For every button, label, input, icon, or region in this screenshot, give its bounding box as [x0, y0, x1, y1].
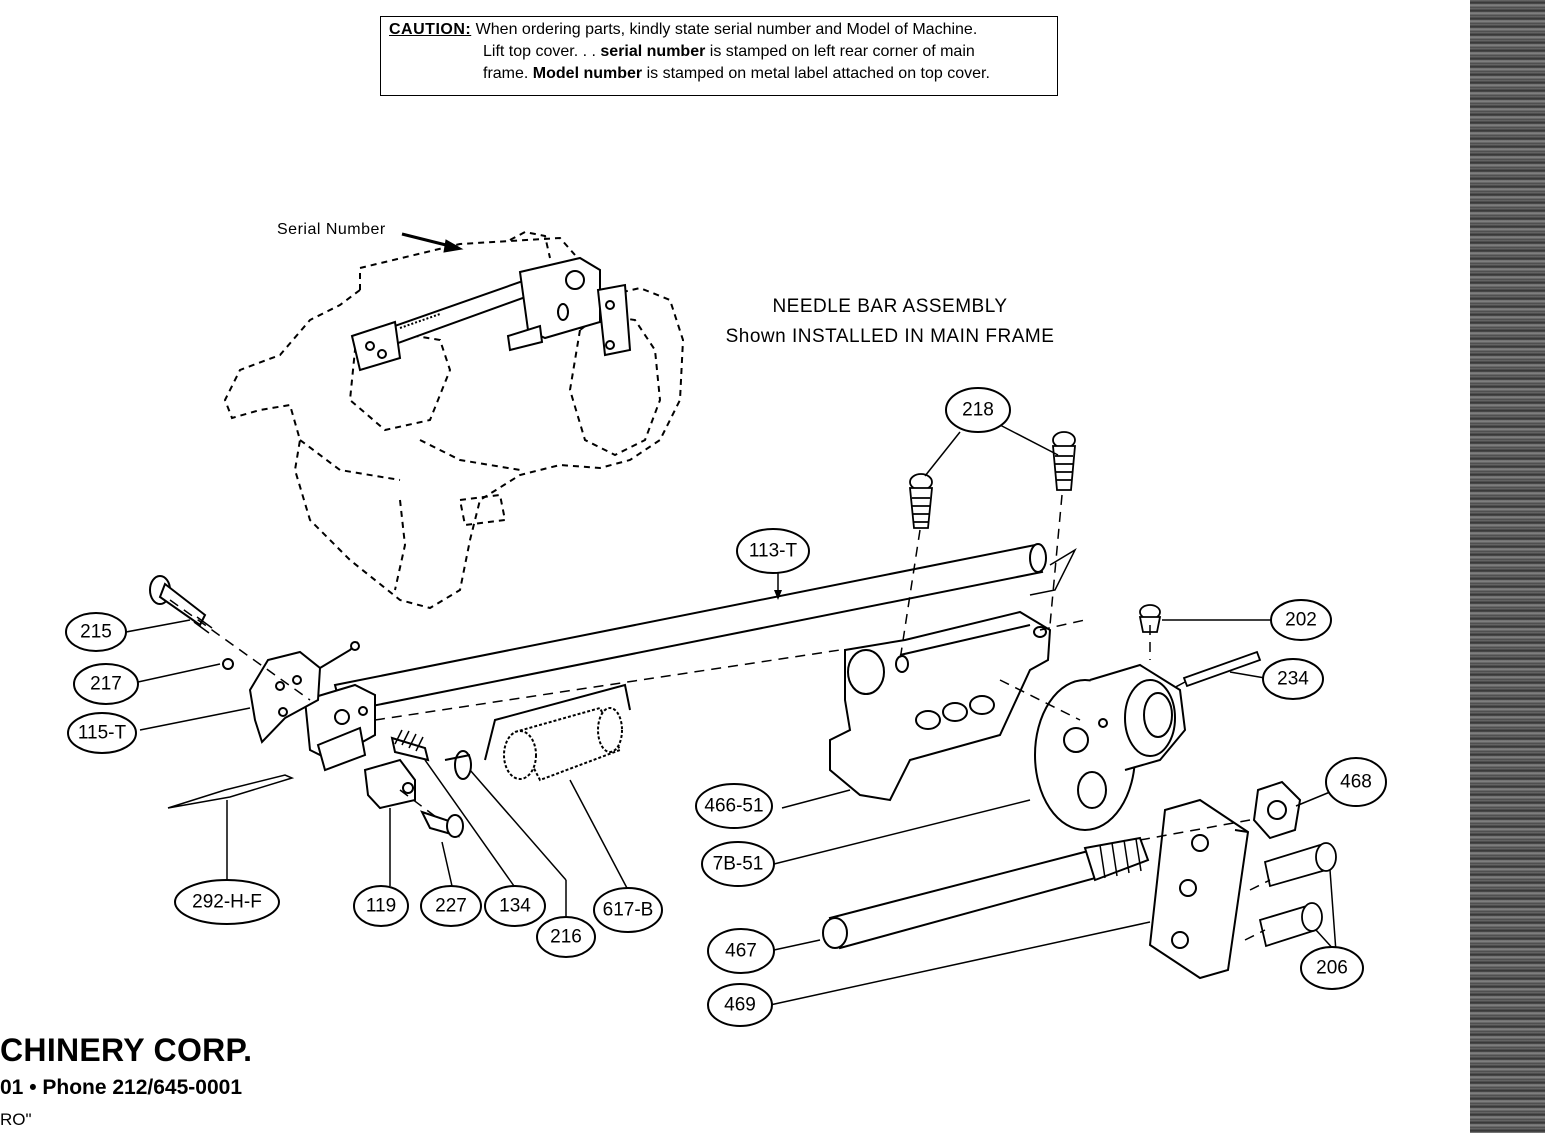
callout-ellipse [707, 928, 775, 974]
callout-46651: 466-51 [695, 783, 773, 829]
callout-label: 468 [1340, 772, 1372, 793]
callout-leaders [125, 424, 1337, 1006]
needle-clamp-parts [149, 575, 472, 838]
caution-line-2: Lift top cover. . . serial number is sta… [389, 41, 1051, 63]
main-frame-outline [223, 230, 685, 610]
callout-ellipse [174, 879, 280, 925]
callout-467: 467 [707, 928, 775, 974]
caution-line-3: frame. Model number is stamped on metal … [389, 63, 1051, 85]
screws-218 [909, 431, 1076, 529]
callout-label: 134 [499, 896, 531, 917]
caution-label: CAUTION: [389, 21, 472, 38]
callout-label: 216 [550, 927, 582, 948]
callout-ellipse [707, 983, 773, 1027]
callout-label: 206 [1316, 958, 1348, 979]
caution-text-1: When ordering parts, kindly state serial… [475, 21, 978, 38]
caution-box: CAUTION: When ordering parts, kindly sta… [380, 16, 1058, 96]
callout-292hf: 292-H-F [174, 879, 280, 925]
callout-label: 215 [80, 622, 112, 643]
company-name: CHINERY CORP. [0, 1032, 253, 1068]
callout-ellipse [736, 528, 810, 574]
callout-119: 119 [353, 885, 409, 927]
callout-115t: 115-T [67, 712, 137, 754]
caution-line-1: CAUTION: When ordering parts, kindly sta… [389, 19, 1051, 41]
installed-assembly [350, 256, 632, 372]
caution-text-3c: is stamped on metal label attached on to… [642, 65, 990, 82]
callout-617b: 617-B [593, 887, 663, 933]
scanned-page-edge [1470, 0, 1545, 1133]
callout-label: 234 [1277, 669, 1309, 690]
diagram-title-line-1: NEEDLE BAR ASSEMBLY [772, 296, 1008, 317]
callout-ellipse [701, 841, 775, 887]
set-screw-202 [1138, 604, 1162, 633]
callout-ellipse [695, 783, 773, 829]
callout-label: 227 [435, 896, 467, 917]
callout-ellipse [945, 387, 1011, 433]
serial-number-arrow [401, 232, 464, 253]
caution-text-3a: frame. [483, 65, 533, 82]
callout-202: 202 [1270, 599, 1332, 641]
callout-ellipse [420, 885, 482, 927]
callout-label: 115-T [78, 723, 127, 744]
bracket-466-51 [829, 610, 1052, 802]
callout-234: 234 [1262, 658, 1324, 700]
callout-216: 216 [536, 916, 596, 958]
callout-468: 468 [1325, 757, 1387, 807]
caution-text-2a: Lift top cover. . . [483, 43, 601, 60]
callout-7b51: 7B-51 [701, 841, 775, 887]
eccentric-7b-51 [1034, 663, 1187, 831]
alignment-lines [169, 494, 1271, 941]
callout-label: 202 [1285, 610, 1317, 631]
callout-469: 469 [707, 983, 773, 1027]
callout-ellipse [1262, 658, 1324, 700]
callout-label: 466-51 [704, 796, 763, 817]
company-phone: 01 • Phone 212/645-0001 [0, 1076, 243, 1099]
diagram-title-line-2: Shown INSTALLED IN MAIN FRAME [725, 326, 1055, 347]
callout-label: 292-H-F [192, 892, 262, 913]
callout-113t: 113-T [736, 528, 810, 574]
callout-215: 215 [65, 612, 127, 652]
caution-text-2c: is stamped on left rear corner of main [705, 43, 975, 60]
callout-ellipse [65, 612, 127, 652]
needle-bar-113t [333, 543, 1077, 714]
callout-label: 119 [366, 896, 396, 917]
plate-469 [1148, 798, 1250, 980]
callout-ellipse [593, 887, 663, 933]
callout-ellipse [73, 663, 139, 705]
serial-number-label: Serial Number [277, 221, 386, 238]
callout-ellipse [536, 916, 596, 958]
callout-label: 469 [724, 995, 756, 1016]
diagram-title: NEEDLE BAR ASSEMBLY Shown INSTALLED IN M… [700, 292, 1080, 352]
callout-ellipse [1325, 757, 1387, 807]
callout-113t-arrowhead [774, 590, 782, 600]
callout-label: 218 [962, 400, 994, 421]
callout-label: 217 [90, 674, 122, 695]
callout-134: 134 [484, 885, 546, 927]
callout-ellipse [67, 712, 137, 754]
callouts-layer: 218 113-T 202 234 215 217 115-T 468 466-51 7B-51 2… [65, 387, 1387, 1027]
exploded-parts-diagram: 218 113-T 202 234 215 217 115-T 468 466-51 7B-51 2… [65, 230, 1387, 1027]
sleeve-617b [484, 683, 631, 782]
screws-206 [1258, 842, 1337, 948]
callout-label: 113-T [749, 541, 798, 562]
callout-ellipse [1270, 599, 1332, 641]
callout-227: 227 [420, 885, 482, 927]
caution-text-3b: Model number [532, 65, 643, 82]
callout-label: 7B-51 [713, 854, 764, 875]
callout-ellipse [1300, 946, 1364, 990]
callout-206: 206 [1300, 946, 1364, 990]
callout-ellipse [353, 885, 409, 927]
needle-292hf [167, 774, 295, 809]
shaft-467 [822, 836, 1150, 950]
company-tagline: RO" [0, 1110, 32, 1129]
callout-label: 467 [725, 941, 757, 962]
callout-ellipse [484, 885, 546, 927]
nut-468 [1252, 780, 1302, 840]
callout-217: 217 [73, 663, 139, 705]
callout-218: 218 [945, 387, 1011, 433]
callout-label: 617-B [603, 900, 654, 921]
pin-234 [1182, 650, 1262, 688]
caution-text-2b: serial number [600, 43, 706, 60]
